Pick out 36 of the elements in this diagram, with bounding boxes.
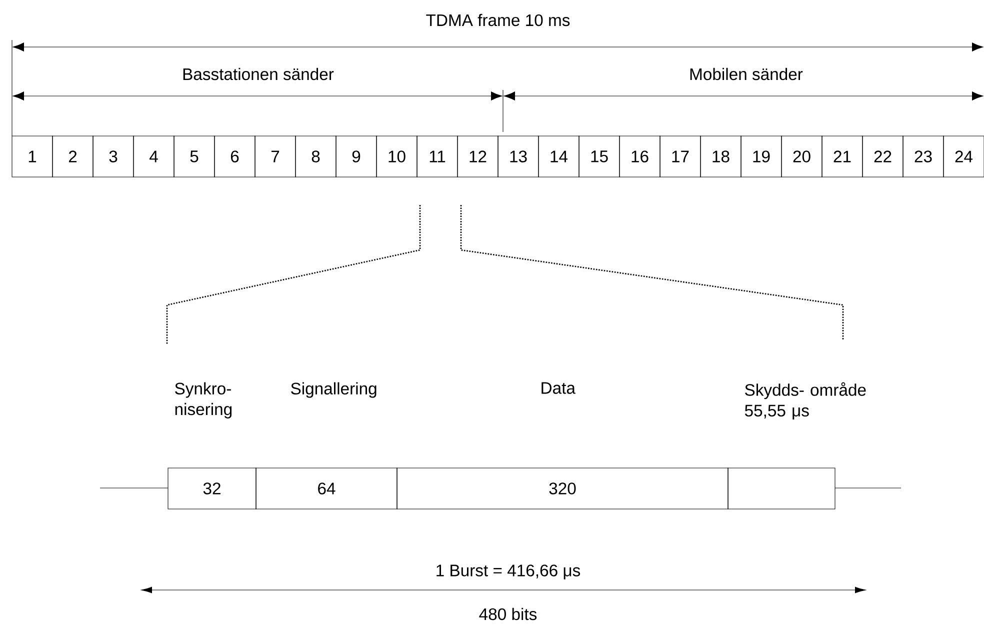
field-heading: Signallering [291, 382, 376, 398]
slot-cell: 2 [52, 136, 94, 178]
field-heading: Synkro- nisering [175, 382, 232, 418]
field-box: 64 [256, 468, 398, 510]
field-heading: Data [542, 382, 576, 394]
slot-cell: 6 [214, 136, 256, 178]
slot-cell: 23 [902, 136, 944, 178]
slot-cell: 18 [700, 136, 742, 178]
slot-cell: 5 [174, 136, 215, 178]
slot-cell: 21 [822, 136, 863, 178]
dimension-label: 1 Burst = 416,66 μs [434, 563, 582, 581]
slot-cell: 15 [578, 136, 620, 178]
slot-cell: 17 [660, 136, 701, 178]
field-heading: Skydds- område 55,55 μs [744, 382, 866, 420]
dimension-label: Mobilen sänder [688, 66, 804, 82]
slot-cell: 14 [538, 136, 580, 178]
slot-cell: 20 [781, 136, 822, 178]
slot-cell: 24 [943, 136, 984, 178]
slot-cell: 4 [133, 136, 174, 178]
slot-cell: 9 [336, 136, 377, 178]
slot-cell: 22 [862, 136, 904, 178]
slot-cell: 11 [416, 136, 458, 178]
field-box: 320 [396, 468, 728, 510]
slot-cell: 8 [295, 136, 336, 178]
slot-cell: 3 [92, 136, 134, 178]
slot-cell: 10 [376, 136, 418, 178]
slot-cell: 19 [740, 136, 782, 178]
dimension-label: Basstationen sänder [180, 66, 336, 82]
slot-cell: 1 [12, 136, 53, 178]
slot-cell: 16 [619, 136, 660, 178]
field-box: 32 [168, 468, 256, 510]
dimension-label: 480 bits [478, 606, 539, 622]
dimension-label: TDMA frame 10 ms [424, 12, 572, 28]
slot-cell: 12 [457, 136, 498, 178]
slot-cell: 13 [498, 136, 539, 178]
slot-cell: 7 [254, 136, 296, 178]
